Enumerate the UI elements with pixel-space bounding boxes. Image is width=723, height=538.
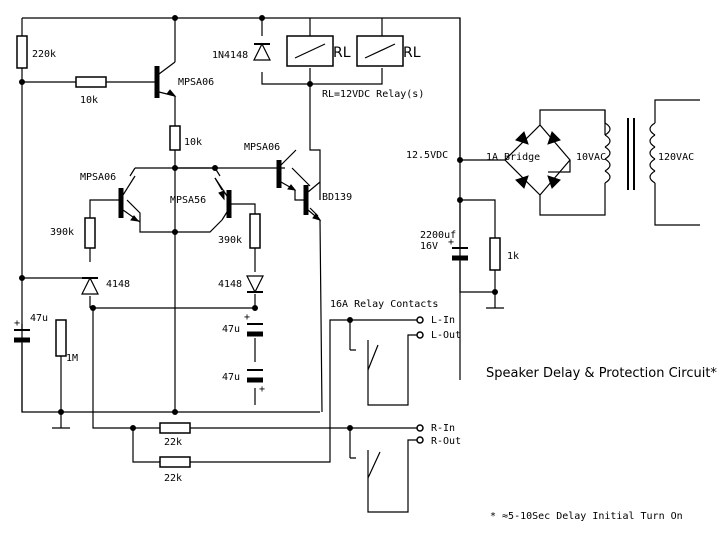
- resistor-22k-b: [159, 456, 191, 468]
- junctions: [19, 15, 498, 431]
- label-relay-note: RL=12VDC Relay(s): [322, 89, 424, 100]
- svg-text:+: +: [14, 318, 20, 329]
- label-1n4148: 1N4148: [212, 50, 248, 61]
- terminals: [416, 316, 424, 444]
- label-10k-collector: 10k: [184, 137, 202, 148]
- capacitor-47u-left: +: [14, 318, 30, 412]
- label-47u-left: 47u: [30, 313, 48, 324]
- capacitor-47u-mid1: +: [244, 312, 263, 337]
- resistor-10k-base: [75, 76, 107, 88]
- diode-4148-left: [81, 276, 99, 295]
- resistor-390k-right: [249, 213, 261, 249]
- label-bridge: 1A Bridge: [486, 152, 540, 163]
- label-2200uf: 2200uf: [420, 230, 456, 241]
- transformer: [604, 110, 656, 215]
- label-4148-right: 4148: [218, 279, 242, 290]
- resistor-22k-a: [159, 422, 191, 434]
- label-q2: MPSA06: [80, 172, 116, 183]
- label-220k: 220k: [32, 49, 56, 60]
- label-q3: MPSA56: [170, 195, 206, 206]
- diode-1n4148: [253, 42, 271, 61]
- label-q4: MPSA06: [244, 142, 280, 153]
- label-1m: 1M: [66, 353, 78, 364]
- label-q5: BD139: [322, 192, 352, 203]
- transistor-q3: [214, 177, 235, 221]
- label-12-5vdc: 12.5VDC: [406, 150, 448, 161]
- label-r-in: R-In: [431, 423, 455, 434]
- label-390k-right: 390k: [218, 235, 242, 246]
- resistor-1m: [55, 319, 67, 357]
- label-22k-b: 22k: [164, 473, 182, 484]
- resistor-220k: [16, 35, 28, 69]
- label-47u-mid1: 47u: [222, 324, 240, 335]
- label-l-in: L-In: [431, 315, 455, 326]
- diode-4148-right: [246, 275, 264, 294]
- ground-left: [52, 356, 70, 429]
- label-l-out: L-Out: [431, 330, 461, 341]
- label-120vac: 120VAC: [658, 152, 694, 163]
- label-10k-base: 10k: [80, 95, 98, 106]
- relay-contacts: [350, 340, 381, 479]
- label-rl2: RL: [403, 45, 421, 61]
- label-10vac: 10VAC: [576, 152, 606, 163]
- label-q1: MPSA06: [178, 77, 214, 88]
- label-r-out: R-Out: [431, 436, 461, 447]
- svg-text:+: +: [448, 237, 454, 248]
- label-47u-mid2: 47u: [222, 372, 240, 383]
- resistor-10k-collector: [169, 125, 181, 151]
- label-390k-left: 390k: [50, 227, 74, 238]
- label-4148-left: 4148: [106, 279, 130, 290]
- transistor-q4: [276, 149, 297, 191]
- svg-text:+: +: [244, 312, 250, 323]
- label-22k-a: 22k: [164, 437, 182, 448]
- label-1k: 1k: [507, 251, 519, 262]
- transistor-q2: [115, 175, 141, 223]
- svg-text:+: +: [259, 384, 265, 395]
- footnote: * ≈5-10Sec Delay Initial Turn On: [490, 511, 683, 522]
- bridge-rectifier: [515, 131, 561, 189]
- transistor-q1: [150, 61, 177, 98]
- label-16v: 16V: [420, 241, 438, 252]
- resistor-1k: [489, 237, 501, 271]
- label-rl1: RL: [333, 45, 351, 61]
- label-relay-contacts: 16A Relay Contacts: [330, 299, 438, 310]
- resistor-390k-left: [84, 217, 96, 249]
- capacitor-47u-mid2: +: [247, 369, 265, 395]
- labels: 220k 10k MPSA06 10k MPSA06 MPSA56 MPSA06…: [30, 45, 717, 522]
- diagram-title: Speaker Delay & Protection Circuit*: [486, 366, 717, 381]
- capacitor-2200uf: +: [448, 237, 468, 270]
- transistor-q5: [294, 181, 322, 221]
